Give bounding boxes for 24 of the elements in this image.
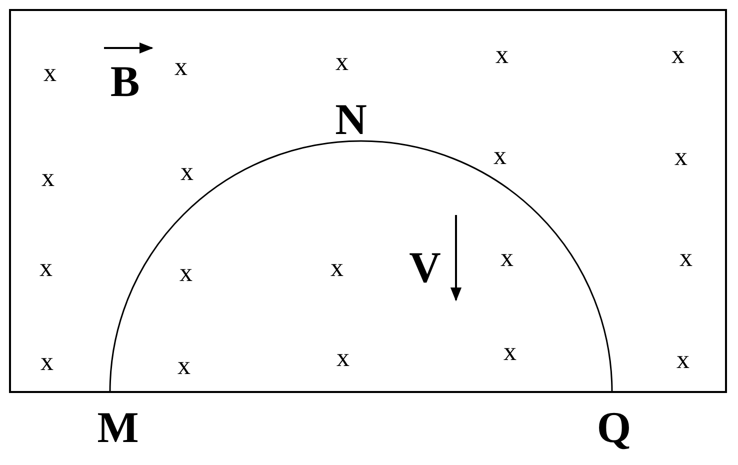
point-label: N <box>335 98 367 142</box>
field-mark: x <box>180 159 194 185</box>
field-mark: x <box>676 347 690 373</box>
field-mark: x <box>494 143 506 169</box>
field-mark: x <box>180 260 192 286</box>
field-mark: x <box>336 49 348 75</box>
point-label: Q <box>596 406 632 450</box>
field-mark: x <box>330 255 344 281</box>
field-mark: x <box>680 245 692 271</box>
field-mark: x <box>500 245 514 271</box>
field-mark: x <box>40 255 52 281</box>
point-label: M <box>97 406 139 450</box>
field-mark: x <box>674 144 688 170</box>
field-mark: x <box>178 353 190 379</box>
field-mark: x <box>174 54 188 80</box>
point-label: B <box>110 60 140 104</box>
field-mark: x <box>42 165 54 191</box>
field-mark: x <box>40 349 54 375</box>
field-mark: x <box>496 42 508 68</box>
field-mark: x <box>44 60 56 86</box>
field-mark: x <box>336 345 350 371</box>
point-label: V <box>409 246 441 290</box>
field-mark: x <box>504 339 516 365</box>
field-mark: x <box>672 42 684 68</box>
